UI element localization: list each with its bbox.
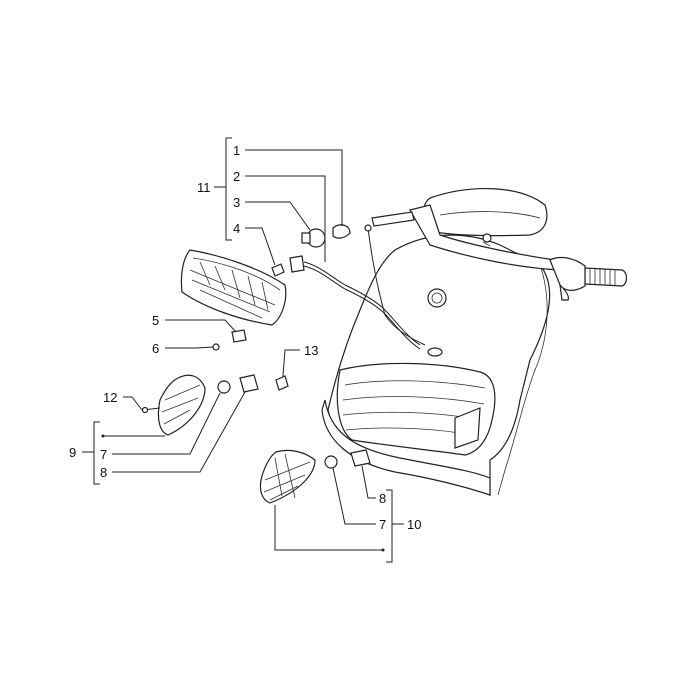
callout-2: 2 <box>233 169 240 184</box>
callout-9: 9 <box>69 445 76 460</box>
callout-1: 1 <box>233 143 240 158</box>
scooter-front-shield <box>321 234 551 497</box>
clip-part-1 <box>332 224 351 239</box>
bulb-part-4 <box>271 263 285 277</box>
headlamp-unit <box>180 249 287 326</box>
bracket-part-5 <box>231 329 247 343</box>
callout-8-right: 8 <box>379 491 386 506</box>
callout-12: 12 <box>103 390 117 405</box>
callout-7-right: 7 <box>379 517 386 532</box>
handlebar-cover <box>371 188 628 301</box>
callout-8-left: 8 <box>100 465 107 480</box>
callout-5: 5 <box>152 313 159 328</box>
callout-6: 6 <box>152 341 159 356</box>
callout-labels: 1 2 3 4 5 6 7 8 9 10 11 12 13 8 7 <box>69 143 421 532</box>
bulb-part-3 <box>301 228 326 248</box>
callout-13: 13 <box>304 343 318 358</box>
left-turn-signal <box>141 374 259 436</box>
callout-10: 10 <box>407 517 421 532</box>
callout-7-left: 7 <box>100 447 107 462</box>
clip-part-13 <box>275 375 289 391</box>
leader-lines <box>82 137 404 563</box>
right-turn-signal <box>259 449 371 504</box>
callout-4: 4 <box>233 221 240 236</box>
callout-3: 3 <box>233 195 240 210</box>
callout-11: 11 <box>197 180 211 195</box>
wiring-part-2 <box>289 224 443 357</box>
screw-part-6 <box>195 343 220 351</box>
